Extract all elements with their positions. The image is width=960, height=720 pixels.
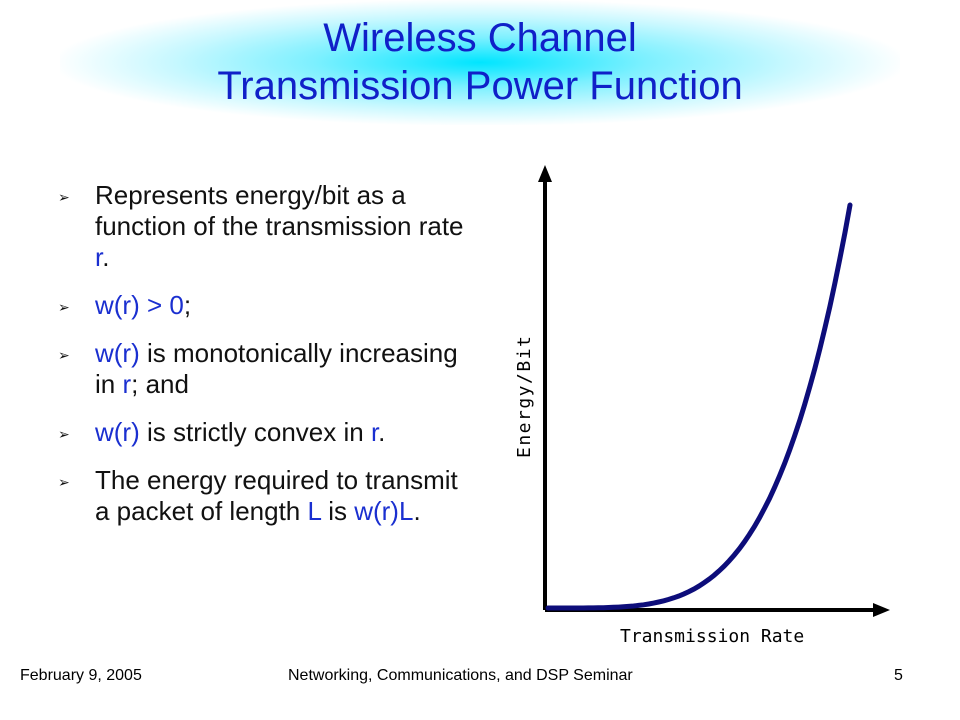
bullet-text: .	[378, 417, 386, 447]
bullet-arrow-icon: ➢	[58, 189, 70, 205]
bullet-text: r	[370, 417, 379, 447]
bullet-text: w(r)	[95, 417, 140, 447]
bullet-item: ➢ w(r) is monotonically increasing in r; …	[58, 338, 478, 400]
bullet-text: w(r)	[95, 338, 140, 368]
bullet-item: ➢ Represents energy/bit as a function of …	[58, 180, 478, 273]
bullet-text: r	[122, 369, 132, 399]
bullet-text: w(r) > 0	[95, 290, 184, 320]
y-axis-arrowhead	[538, 165, 552, 182]
title-line-2: Transmission Power Function	[217, 64, 743, 108]
footer-date: February 9, 2005	[20, 667, 142, 684]
bullet-arrow-icon: ➢	[58, 299, 70, 315]
bullet-item: ➢ w(r) > 0;	[58, 290, 478, 321]
title-line-1: Wireless Channel	[323, 16, 637, 60]
bullet-text: ;	[183, 290, 192, 320]
bullet-arrow-icon: ➢	[58, 474, 70, 490]
slide-title: Wireless Channel Transmission Power Func…	[0, 14, 960, 110]
bullet-arrow-icon: ➢	[58, 347, 70, 363]
title-glow	[60, 0, 900, 125]
bullet-arrow-icon: ➢	[58, 426, 70, 442]
bullet-text: r	[95, 242, 103, 272]
bullet-item: ➢ w(r) is strictly convex in r.	[58, 417, 478, 448]
bullet-item: ➢ The energy required to transmit a packe…	[58, 465, 478, 527]
footer-page-number: 5	[894, 667, 903, 684]
bullet-text: L	[307, 496, 321, 526]
energy-curve	[545, 202, 853, 611]
bullet-text: w(r)L	[354, 496, 414, 526]
bullet-text: .	[102, 242, 110, 272]
x-axis-arrowhead	[873, 603, 890, 617]
bullet-text: ; and	[131, 369, 189, 399]
bullet-text: The energy required to transmit a packet…	[95, 465, 458, 526]
bullet-text: Represents energy/bit as a function of t…	[95, 180, 464, 241]
y-axis-label: Energy/Bit	[514, 335, 535, 458]
bullet-text: is strictly convex in	[139, 417, 371, 447]
bullet-text: is monotonically increasing in	[95, 338, 458, 399]
bullet-text: .	[413, 496, 421, 526]
bullet-list: ➢ Represents energy/bit as a function of …	[58, 180, 478, 544]
bullet-text: is	[320, 496, 355, 526]
footer-seminar: Networking, Communications, and DSP Semi…	[288, 667, 633, 684]
x-axis-label: Transmission Rate	[620, 626, 804, 647]
